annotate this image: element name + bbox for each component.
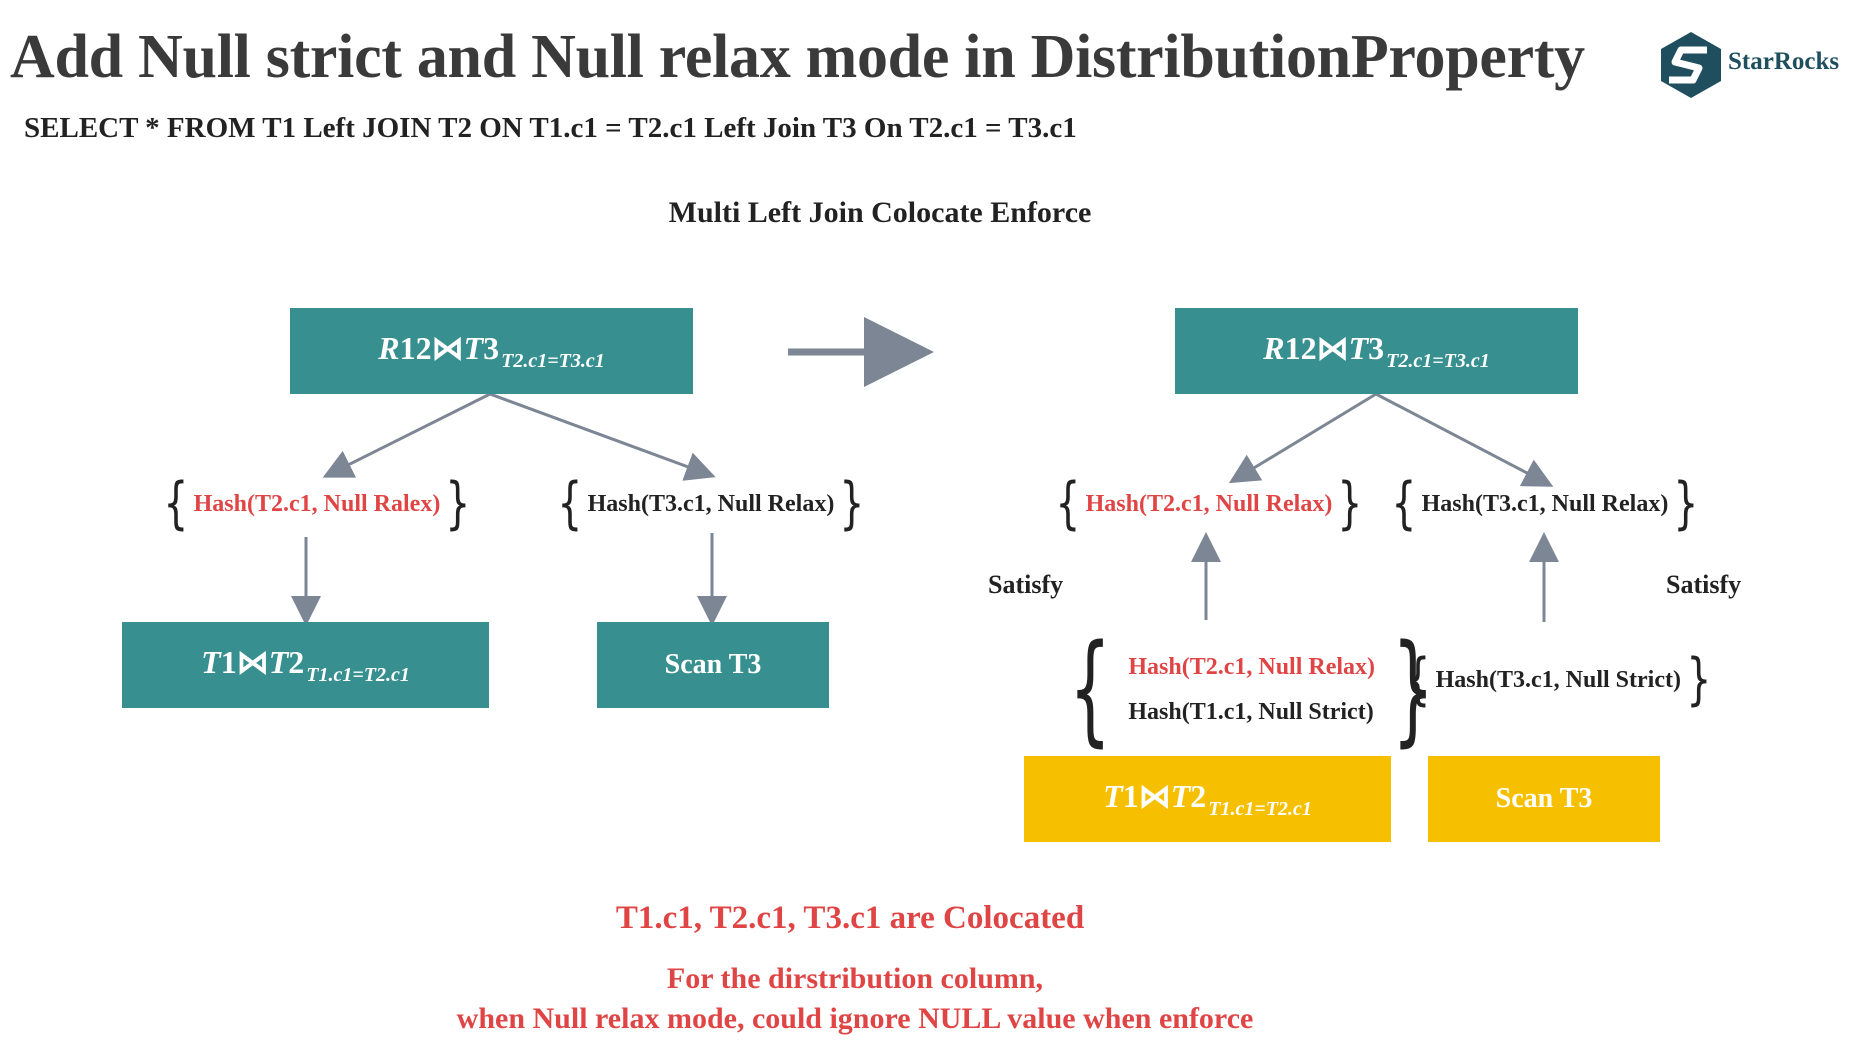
right-output-prop-t3: {Hash(T3.c1, Null Strict)} [1405, 647, 1712, 712]
diagram-title: Multi Left Join Colocate Enforce [668, 196, 1092, 229]
satisfy-label-right: Satisfy [1666, 570, 1742, 599]
right-scan-t3-node: Scan T3 [1428, 756, 1660, 842]
arrow-right-root-to-left [1228, 392, 1377, 484]
left-scan-t3-node: Scan T3 [597, 622, 829, 708]
satisfy-label-left: Satisfy [988, 570, 1064, 599]
sql-query: SELECT * FROM T1 Left JOIN T2 ON T1.c1 =… [24, 112, 1077, 144]
right-required-prop-t3: {Hash(T3.c1, Null Relax)} [1391, 471, 1699, 536]
left-required-prop-t2: {Hash(T2.c1, Null Ralex)} [163, 471, 471, 536]
page-title: Add Null strict and Null relax mode in D… [10, 23, 1585, 91]
right-required-prop-t2: {Hash(T2.c1, Null Relax)} [1055, 471, 1363, 536]
logo-text: StarRocks [1728, 48, 1840, 75]
left-required-prop-t3: {Hash(T3.c1, Null Relax)} [557, 471, 865, 536]
explanation-line-2: when Null relax mode, could ignore NULL … [456, 1002, 1254, 1035]
explanation-line-1: For the dirstribution column, [666, 962, 1044, 995]
output-prop-t2: Hash(T2.c1, Null Relax) [1128, 654, 1376, 680]
arrow-left-root-to-left [322, 392, 491, 478]
arrow-left-root-to-right [489, 392, 716, 481]
arrow-right-root-to-right [1375, 392, 1554, 487]
left-output-prop-group: { Hash(T2.c1, Null Relax) Hash(T1.c1, Nu… [1069, 620, 1435, 759]
colocated-note: T1.c1, T2.c1, T3.c1 are Colocated [615, 900, 1085, 936]
starrocks-logo-icon [1661, 32, 1721, 98]
output-prop-t1: Hash(T1.c1, Null Strict) [1128, 699, 1374, 725]
